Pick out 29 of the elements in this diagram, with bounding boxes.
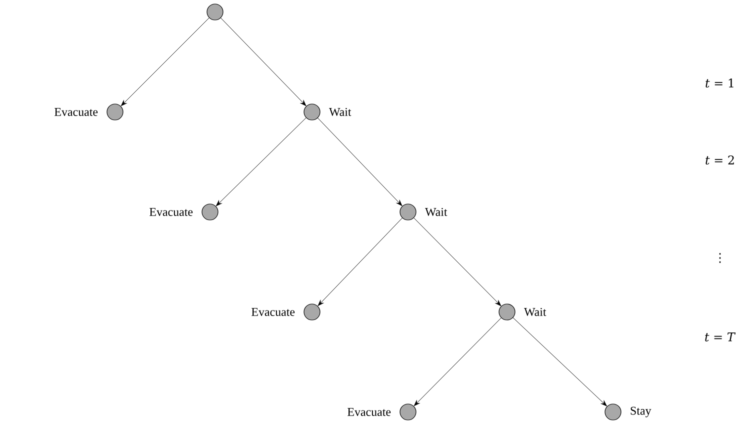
- arrow: [413, 217, 502, 306]
- node-label: Evacuate: [54, 108, 98, 116]
- arrow: [512, 317, 607, 406]
- arrow: [120, 17, 210, 106]
- tree-node: [604, 404, 622, 420]
- arrow: [318, 218, 403, 306]
- time-label: t = 1: [706, 78, 734, 88]
- tree-node: [498, 304, 516, 320]
- tree-node: [206, 4, 224, 20]
- time-label: t = 2: [706, 155, 734, 165]
- tree-node: [304, 304, 320, 320]
- tree-node: [304, 104, 320, 120]
- tree-node: [106, 104, 124, 120]
- node-label: Evacuate: [150, 208, 193, 216]
- time-label: t = T: [705, 332, 736, 342]
- time-label: ⋮: [719, 253, 721, 263]
- node-label: Wait: [524, 308, 546, 316]
- node-label: Evacuate: [252, 308, 295, 316]
- node-label: Evacuate: [348, 408, 391, 416]
- tree-node: [202, 204, 218, 220]
- node-label: Stay: [630, 406, 652, 418]
- tree-node: [400, 204, 416, 220]
- node-label: Wait: [425, 208, 448, 216]
- arrow: [216, 117, 307, 206]
- arrow: [317, 118, 402, 206]
- arrow: [414, 317, 502, 406]
- node-label: Wait: [329, 108, 352, 116]
- arrow: [220, 18, 306, 106]
- tree-node: [400, 404, 416, 420]
